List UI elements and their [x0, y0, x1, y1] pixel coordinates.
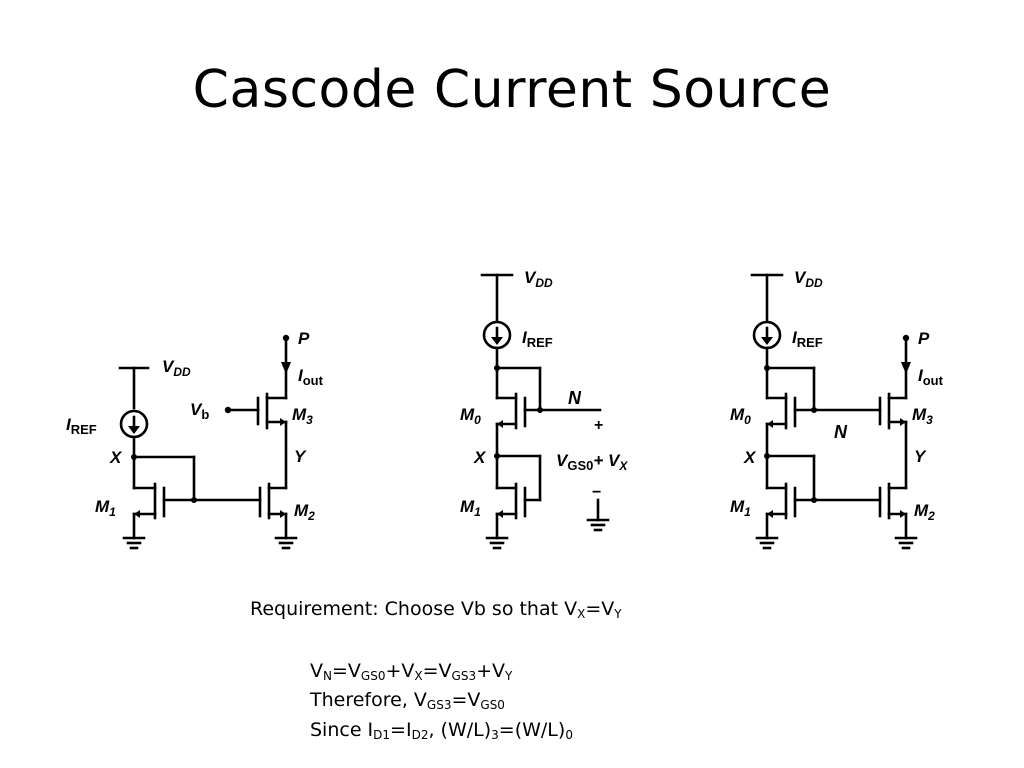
c3-node-n: N [834, 422, 848, 442]
equation-line-1: VN=VGS0+VX=VGS3+VY [310, 660, 513, 683]
c1-node-x: X [109, 448, 123, 467]
c3-m3-label: M3 [912, 405, 933, 427]
c3-m0-label: M0 [730, 405, 751, 427]
c2-m0-label: M0 [460, 405, 481, 427]
c3-node-y: Y [914, 447, 927, 466]
c1-m3-label: M3 [292, 405, 313, 427]
c2-minus: − [592, 484, 601, 501]
c3-vdd-label: VDD [794, 268, 823, 290]
c2-m1-label: M1 [460, 497, 481, 519]
c1-node-p: P [298, 329, 310, 348]
c2-iref-label: IREF [522, 328, 553, 350]
circuit-bias-generation [480, 273, 610, 550]
c1-m2-label: M2 [294, 501, 315, 523]
c3-node-x: X [743, 448, 757, 467]
equation-line-3: Since ID1=ID2, (W/L)3=(W/L)0 [310, 719, 573, 742]
c1-vdd-label: VDD [162, 357, 191, 379]
c2-vdd-label: VDD [524, 268, 553, 290]
c2-node-x: X [473, 448, 487, 467]
c1-iout-label: Iout [298, 366, 324, 388]
circuit-basic-cascode [118, 334, 298, 550]
c1-m1-label: M1 [95, 497, 116, 519]
c2-vgs-label: VGS0+ VX [556, 451, 628, 473]
equation-line-2: Therefore, VGS3=VGS0 [310, 689, 505, 712]
c3-m2-label: M2 [914, 501, 935, 523]
circuit-full-cascode [750, 273, 918, 550]
c3-iref-label: IREF [792, 328, 823, 350]
slide-title: Cascode Current Source [192, 60, 832, 120]
c1-vb-label: Vb [190, 400, 209, 422]
c3-node-p: P [918, 329, 930, 348]
c2-plus: + [594, 417, 603, 434]
c1-node-y: Y [294, 447, 307, 466]
requirement-text: Requirement: Choose Vb so that VX=VY [250, 598, 622, 621]
c1-iref-label: IREF [66, 415, 97, 437]
c3-m1-label: M1 [730, 497, 751, 519]
c2-node-n: N [568, 388, 582, 408]
c3-iout-label: Iout [918, 366, 944, 388]
